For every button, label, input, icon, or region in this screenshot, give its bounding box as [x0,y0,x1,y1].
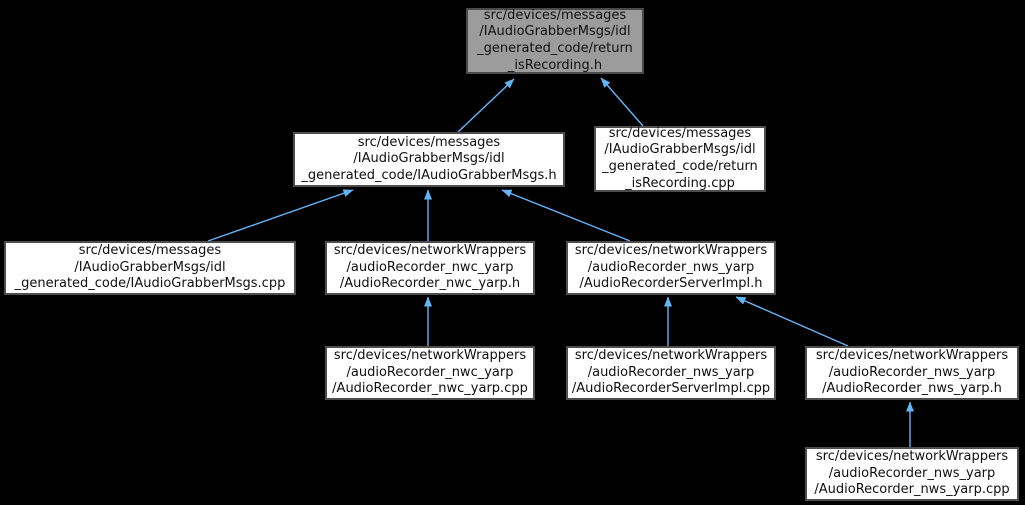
edge-IAudioGrabberMsgs_cpp-to-IAudioGrabberMsgs_h [207,189,354,242]
node-label-line: /audioRecorder_nws_yarp [587,364,755,380]
node-label-line: _generated_code/IAudioGrabberMsgs.cpp [14,276,286,292]
node-return-isrecording-cpp[interactable]: src/devices/messages /IAudioGrabberMsgs/… [594,126,766,192]
node-label-line: _generated_code/IAudioGrabberMsgs.h [301,167,557,183]
node-label-line: /AudioRecorder_nws_yarp.cpp [814,482,1010,498]
node-label-line: _isRecording.h [507,57,603,73]
edge-return_isRecording_cpp-to-return_isRecording_h [600,77,644,127]
node-iaudiograbbermsgs-h[interactable]: src/devices/messages /IAudioGrabberMsgs/… [293,132,565,187]
node-label-line: /IAudioGrabberMsgs/idl [604,142,756,158]
edge-AudioRecorderServerImpl_h-to-IAudioGrabberMsgs_h [501,189,631,242]
node-label-line: _isRecording.cpp [625,175,735,191]
node-label-line: /AudioRecorder_nws_yarp.h [822,381,1002,397]
node-label-line: src/devices/messages [608,125,752,141]
node-label-line: src/devices/networkWrappers [574,348,768,364]
node-return-isrecording-h: src/devices/messages /IAudioGrabberMsgs/… [466,8,644,74]
node-label-line: src/devices/networkWrappers [815,449,1009,465]
node-label-line: /audioRecorder_nws_yarp [828,364,996,380]
node-audiorecorder-nwc-yarp-h[interactable]: src/devices/networkWrappers /audioRecord… [325,241,535,295]
node-label-line: src/devices/messages [357,134,501,150]
node-label-line: /AudioRecorder_nwc_yarp.h [339,276,521,292]
node-audiorecorderserverimpl-h[interactable]: src/devices/networkWrappers /audioRecord… [566,241,776,295]
node-label-line: /audioRecorder_nwc_yarp [346,259,514,275]
node-audiorecorder-nws-yarp-cpp[interactable]: src/devices/networkWrappers /audioRecord… [805,447,1019,501]
node-label-line: /IAudioGrabberMsgs/idl [74,259,226,275]
node-label-line: /IAudioGrabberMsgs/idl [353,151,505,167]
node-iaudiograbbermsgs-cpp[interactable]: src/devices/messages /IAudioGrabberMsgs/… [4,241,296,295]
node-label-line: src/devices/networkWrappers [333,348,527,364]
node-label-line: src/devices/messages [483,7,627,23]
node-label-line: _generated_code/return [477,41,633,56]
node-label-line: /audioRecorder_nws_yarp [828,465,996,481]
edge-AudioRecorder_nws_yarp_h-to-AudioRecorderServerImpl_h [735,296,849,347]
node-label-line: src/devices/networkWrappers [574,243,768,259]
edge-IAudioGrabberMsgs_h-to-return_isRecording_h [457,78,515,133]
node-label-line: src/devices/networkWrappers [333,243,527,259]
node-label-line: /audioRecorder_nwc_yarp [346,364,514,380]
node-audiorecorder-nwc-yarp-cpp[interactable]: src/devices/networkWrappers /audioRecord… [325,346,535,400]
node-label-line: /AudioRecorder_nwc_yarp.cpp [332,381,528,397]
node-label-line: _generated_code/return [602,159,758,174]
node-label-line: /audioRecorder_nws_yarp [587,259,755,275]
node-label-line: /IAudioGrabberMsgs/idl [479,24,631,40]
node-audiorecorderserverimpl-cpp[interactable]: src/devices/networkWrappers /audioRecord… [566,346,776,400]
node-label-line: /AudioRecorderServerImpl.cpp [571,381,771,397]
node-label-line: /AudioRecorderServerImpl.h [579,276,763,292]
node-audiorecorder-nws-yarp-h[interactable]: src/devices/networkWrappers /audioRecord… [805,346,1019,400]
node-label-line: src/devices/messages [78,243,222,259]
node-label-line: src/devices/networkWrappers [815,348,1009,364]
